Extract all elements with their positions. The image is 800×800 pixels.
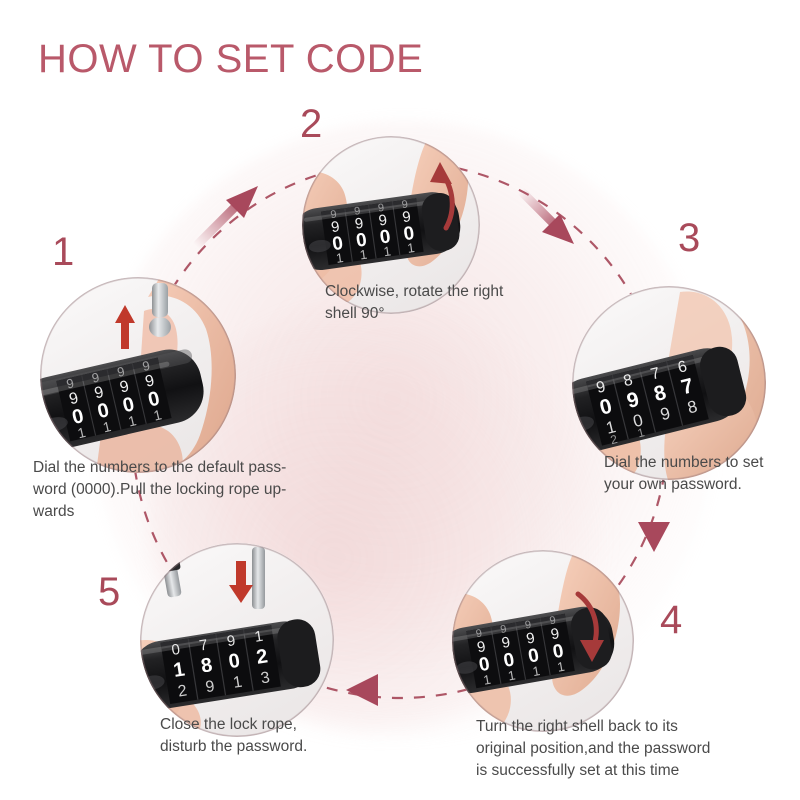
svg-text:1: 1 bbox=[556, 659, 566, 675]
step-1-caption: Dial the numbers to the default pass- wo… bbox=[33, 459, 287, 520]
svg-text:1: 1 bbox=[507, 667, 517, 683]
svg-text:1: 1 bbox=[406, 240, 415, 256]
svg-text:9: 9 bbox=[93, 384, 106, 403]
svg-text:9: 9 bbox=[401, 198, 409, 211]
svg-text:1: 1 bbox=[76, 424, 87, 441]
flow-arrow-4-to-5 bbox=[346, 674, 412, 706]
svg-text:1: 1 bbox=[101, 418, 112, 435]
page-title: HOW TO SET CODE bbox=[38, 37, 424, 81]
svg-text:9: 9 bbox=[658, 404, 672, 425]
svg-text:9: 9 bbox=[499, 623, 507, 636]
step-number-2: 2 bbox=[300, 102, 323, 146]
step-2-caption: Clockwise, rotate the right shell 90° bbox=[325, 283, 504, 322]
svg-text:9: 9 bbox=[330, 218, 341, 236]
svg-text:1: 1 bbox=[359, 247, 368, 263]
svg-text:9: 9 bbox=[524, 619, 532, 632]
svg-text:3: 3 bbox=[260, 669, 272, 687]
flow-arrow-2-to-3 bbox=[517, 187, 574, 244]
step-number-1: 1 bbox=[52, 230, 75, 274]
svg-text:9: 9 bbox=[595, 378, 608, 397]
svg-text:0: 0 bbox=[527, 645, 541, 668]
svg-text:9: 9 bbox=[226, 632, 237, 650]
svg-text:2: 2 bbox=[255, 645, 269, 668]
svg-text:8: 8 bbox=[622, 372, 635, 391]
svg-text:9: 9 bbox=[141, 358, 151, 374]
svg-text:1: 1 bbox=[335, 250, 344, 266]
svg-text:9: 9 bbox=[549, 614, 557, 627]
step-4-caption: Turn the right shell back to its origina… bbox=[476, 718, 711, 779]
svg-text:1: 1 bbox=[482, 672, 492, 688]
svg-text:8: 8 bbox=[686, 397, 700, 418]
svg-text:7: 7 bbox=[198, 637, 209, 655]
svg-text:0: 0 bbox=[631, 410, 645, 431]
svg-text:0: 0 bbox=[477, 654, 491, 677]
svg-text:9: 9 bbox=[625, 388, 642, 413]
svg-text:1: 1 bbox=[383, 243, 392, 259]
svg-text:9: 9 bbox=[144, 372, 157, 391]
svg-text:8: 8 bbox=[199, 654, 213, 677]
step-5-caption: Close the lock rope, disturb the passwor… bbox=[160, 716, 308, 755]
svg-text:0: 0 bbox=[121, 393, 137, 417]
svg-text:9: 9 bbox=[90, 369, 100, 385]
svg-text:9: 9 bbox=[476, 638, 487, 656]
svg-text:9: 9 bbox=[204, 678, 216, 696]
svg-text:2: 2 bbox=[177, 682, 189, 700]
svg-text:7: 7 bbox=[679, 374, 696, 399]
svg-text:0: 0 bbox=[551, 641, 565, 664]
svg-text:1: 1 bbox=[152, 406, 163, 423]
svg-text:9: 9 bbox=[116, 364, 126, 380]
step-number-3: 3 bbox=[678, 216, 701, 260]
svg-text:1: 1 bbox=[232, 674, 244, 692]
svg-text:9: 9 bbox=[354, 205, 362, 218]
svg-text:9: 9 bbox=[118, 378, 131, 397]
step-3-caption: Dial the numbers to set your own passwor… bbox=[604, 454, 764, 493]
svg-text:0: 0 bbox=[95, 399, 111, 423]
svg-text:0: 0 bbox=[70, 405, 86, 429]
svg-text:0: 0 bbox=[146, 388, 162, 412]
svg-text:0: 0 bbox=[227, 650, 241, 673]
svg-text:9: 9 bbox=[377, 202, 385, 215]
svg-text:9: 9 bbox=[330, 208, 338, 221]
svg-text:0: 0 bbox=[502, 649, 516, 672]
svg-text:0: 0 bbox=[379, 226, 392, 248]
step-number-4: 4 bbox=[660, 598, 683, 642]
svg-text:1: 1 bbox=[127, 412, 138, 429]
svg-text:0: 0 bbox=[355, 230, 368, 252]
svg-text:0: 0 bbox=[597, 395, 614, 420]
step-number-5: 5 bbox=[98, 570, 121, 614]
svg-text:9: 9 bbox=[500, 634, 511, 652]
svg-text:1: 1 bbox=[531, 663, 541, 679]
svg-text:0: 0 bbox=[402, 223, 415, 245]
svg-text:9: 9 bbox=[65, 375, 75, 391]
step-1-illustration: 99 99 99 99 00 00 11 11 bbox=[40, 277, 236, 473]
svg-text:9: 9 bbox=[378, 212, 389, 230]
svg-text:9: 9 bbox=[475, 628, 483, 641]
svg-text:1: 1 bbox=[172, 658, 186, 681]
svg-text:1: 1 bbox=[253, 628, 264, 646]
svg-text:6: 6 bbox=[676, 358, 689, 377]
svg-text:0: 0 bbox=[170, 641, 181, 659]
svg-text:9: 9 bbox=[68, 390, 81, 409]
svg-text:1: 1 bbox=[636, 425, 646, 440]
svg-text:2: 2 bbox=[609, 432, 619, 447]
svg-text:1: 1 bbox=[604, 417, 618, 438]
svg-text:9: 9 bbox=[550, 625, 561, 643]
svg-text:9: 9 bbox=[525, 629, 536, 647]
flow-arrow-1-to-2 bbox=[192, 186, 258, 250]
svg-text:9: 9 bbox=[354, 215, 365, 233]
svg-text:0: 0 bbox=[331, 233, 344, 255]
svg-text:7: 7 bbox=[649, 365, 662, 384]
svg-text:9: 9 bbox=[401, 208, 412, 226]
